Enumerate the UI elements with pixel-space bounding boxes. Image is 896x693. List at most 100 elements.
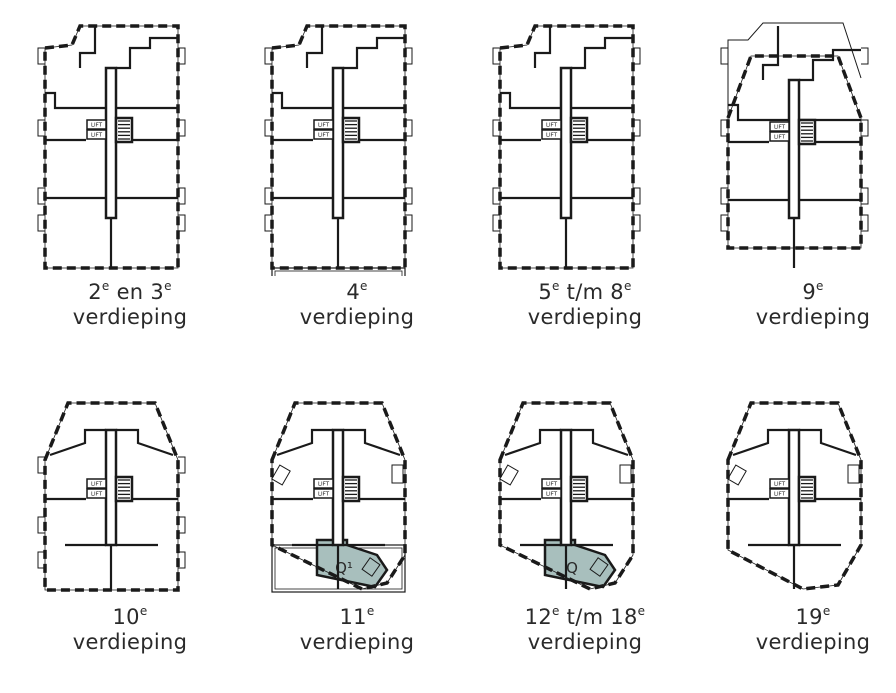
bay-window-right	[178, 456, 186, 474]
bay-window-right	[633, 187, 641, 205]
balcony-right	[391, 464, 404, 484]
lift-label: LIFT	[318, 133, 330, 139]
facade-line	[44, 402, 179, 591]
ordinal-suffix: e	[101, 279, 110, 293]
bay-window-right	[633, 214, 641, 232]
party-wall	[78, 26, 178, 70]
bay-window-left	[264, 47, 272, 65]
ordinal-suffix: e	[552, 604, 560, 618]
bay-window-left	[264, 119, 272, 137]
floor-number: 5e t/m 8e	[538, 280, 631, 304]
facade-line	[499, 402, 634, 590]
ordinal-suffix: e	[366, 604, 375, 618]
balcony-left	[727, 464, 747, 486]
bay-window-right	[861, 47, 869, 65]
lift-shaft	[769, 488, 790, 499]
floor-word: verdieping	[299, 630, 415, 654]
corridor	[331, 66, 345, 220]
lift-shaft	[313, 129, 334, 140]
lift-shaft	[541, 129, 562, 140]
floor-number: 4e	[346, 280, 367, 304]
lift-shaft	[313, 478, 334, 489]
lift-label: LIFT	[91, 133, 103, 139]
bay-window-left	[37, 551, 45, 569]
lift-shaft	[86, 478, 107, 489]
lift-label: LIFT	[91, 123, 103, 129]
party-wall	[272, 91, 405, 110]
bay-window-right	[861, 214, 869, 232]
bay-window-left	[264, 187, 272, 205]
bay-window-left	[720, 187, 728, 205]
bay-window-right	[861, 187, 869, 205]
floor-number-text: 4	[346, 280, 360, 304]
party-wall	[732, 428, 857, 457]
lift-shaft	[769, 478, 790, 489]
balcony-box	[589, 557, 609, 577]
floor-word: verdieping	[527, 305, 643, 329]
ordinal-suffix: e	[815, 279, 824, 293]
floor-word: verdieping	[755, 305, 871, 329]
lift-shaft	[86, 488, 107, 499]
floor-word: verdieping	[299, 305, 415, 329]
balcony-left	[271, 464, 291, 486]
shaded-unit-label: Q	[566, 559, 578, 577]
floor-number: 2e en 3e	[88, 280, 172, 304]
lift-label: LIFT	[318, 123, 330, 129]
balcony-box	[361, 557, 381, 577]
lift-label: LIFT	[774, 482, 786, 488]
bay-window-right	[178, 187, 186, 205]
corridor	[559, 66, 573, 220]
ordinal-suffix: e	[139, 604, 148, 618]
bay-window-right	[405, 214, 413, 232]
bay-window-left	[492, 214, 500, 232]
facade-line	[727, 55, 862, 249]
lift-label: LIFT	[546, 123, 558, 129]
bay-window-left	[37, 456, 45, 474]
lift-label: LIFT	[318, 482, 330, 488]
floor-word: verdieping	[72, 630, 188, 654]
lift-shaft	[313, 488, 334, 499]
party-wall	[49, 428, 174, 457]
shaded-unit	[543, 538, 617, 589]
floor-number-text: 9	[802, 280, 816, 304]
corridor	[787, 78, 801, 220]
bay-window-left	[37, 516, 45, 534]
facade-line	[271, 402, 406, 590]
bay-window-right	[178, 119, 186, 137]
corridor	[787, 428, 801, 547]
lift-shaft	[86, 129, 107, 140]
facade-line	[271, 25, 406, 269]
lift-shaft	[541, 119, 562, 130]
bay-window-right	[633, 47, 641, 65]
facade-line	[727, 402, 862, 590]
party-wall	[45, 91, 178, 110]
lift-shaft	[541, 488, 562, 499]
shaded-unit-label: Q¹	[335, 559, 353, 577]
lift-label: LIFT	[91, 492, 103, 498]
corridor	[559, 428, 573, 547]
floor-plan: LIFT LIFT	[264, 24, 413, 276]
floor-number-text: 5	[538, 280, 552, 304]
floor-number-text: t/m 18	[559, 605, 638, 629]
balcony-right	[847, 464, 860, 484]
party-wall	[276, 428, 401, 457]
lift-label: LIFT	[774, 125, 786, 131]
floor-word: verdieping	[72, 305, 188, 329]
floor-number: 11e	[339, 605, 374, 629]
bay-window-left	[264, 214, 272, 232]
lift-shaft	[769, 131, 790, 142]
floor-number: 9e	[802, 280, 823, 304]
balcony-right	[619, 464, 632, 484]
facade-line	[499, 25, 634, 269]
party-wall	[500, 91, 633, 110]
party-wall	[533, 26, 633, 70]
